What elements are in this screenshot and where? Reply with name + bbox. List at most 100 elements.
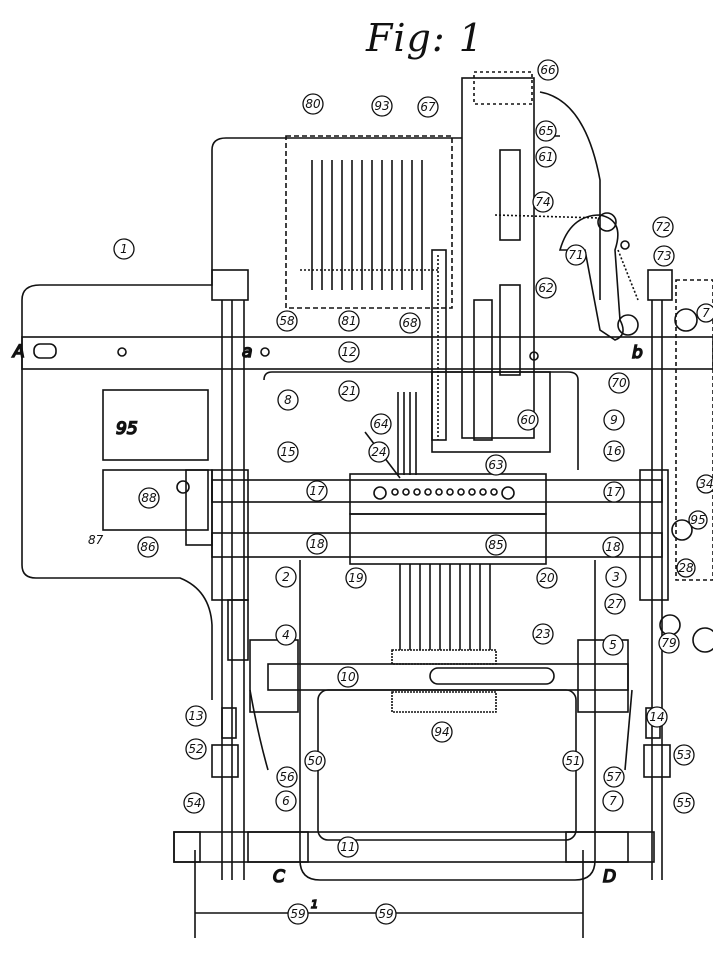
label-circle xyxy=(304,750,326,772)
label-circle xyxy=(517,409,539,431)
ref-label-l68: 68 xyxy=(399,312,421,334)
ref-label-l59b: 59 xyxy=(375,903,397,925)
letter-D: D xyxy=(603,867,616,887)
ref-label-l9: 9 xyxy=(603,409,625,431)
label-number: 64 xyxy=(373,417,388,431)
label-number: 28 xyxy=(678,561,694,575)
label-circle xyxy=(604,593,626,615)
box-88 xyxy=(102,469,209,531)
label-number: 50 xyxy=(307,754,323,768)
label-circle xyxy=(137,536,159,558)
ref-label-l66: 66 xyxy=(537,59,559,81)
label-number: 54 xyxy=(186,796,201,810)
ref-label-l8: 8 xyxy=(277,389,299,411)
guide-left xyxy=(211,469,249,601)
label-number: 79 xyxy=(661,636,676,650)
label-circle xyxy=(537,59,559,81)
label-circle xyxy=(306,480,328,502)
pivot-79 xyxy=(659,614,681,636)
ref-label-l72: 72 xyxy=(652,216,674,238)
ref-label-l65: 65 xyxy=(535,120,557,142)
ref-label-l88: 88 xyxy=(138,487,160,509)
label-circle xyxy=(338,310,360,332)
ref-label-l18b: 18 xyxy=(602,536,624,558)
rod-left-outer xyxy=(211,269,249,301)
slot-lower xyxy=(499,284,521,376)
spring-block-lower xyxy=(391,691,497,713)
label-number: 13 xyxy=(188,709,203,723)
label-circle xyxy=(337,666,359,688)
label-number: 94 xyxy=(434,725,449,739)
ref-label-l17b: 17 xyxy=(603,481,625,503)
lever-71 xyxy=(558,214,624,341)
label-number: 61 xyxy=(538,150,553,164)
ref-label-e28: 28 xyxy=(676,558,696,578)
hole-12c xyxy=(529,351,539,361)
label-circle xyxy=(602,790,624,812)
bar-18 xyxy=(211,532,663,558)
letter-A: A xyxy=(12,342,25,362)
label-number: 74 xyxy=(535,195,550,209)
ref-label-l94: 94 xyxy=(431,721,453,743)
label-circle xyxy=(696,303,713,323)
spring-block-upper xyxy=(391,649,497,665)
label-circle xyxy=(338,341,360,363)
label-number: 18 xyxy=(309,537,325,551)
label-number: 6 xyxy=(282,794,290,808)
bracket-4 xyxy=(249,639,299,713)
label-circle xyxy=(673,744,695,766)
label-number: 9 xyxy=(610,413,618,427)
label-circle xyxy=(302,93,324,115)
ref-label-l19: 19 xyxy=(345,567,367,589)
ref-label-l63: 63 xyxy=(485,454,507,476)
ref-label-l21: 21 xyxy=(338,380,360,402)
ref-label-l60: 60 xyxy=(517,409,539,431)
label-circle xyxy=(652,216,674,238)
ref-label-l7: 7 xyxy=(602,790,624,812)
bracket-86 xyxy=(185,469,213,546)
ref-label-l85: 85 xyxy=(485,534,507,556)
label-circle xyxy=(306,533,328,555)
label-circle xyxy=(277,389,299,411)
label-circle xyxy=(532,191,554,213)
label-number: 10 xyxy=(340,670,356,684)
ref-label-l61: 61 xyxy=(535,146,557,168)
ref-label-l93: 93 xyxy=(371,95,393,117)
ref-label-l56: 56 xyxy=(276,766,298,788)
slot-upper xyxy=(499,149,521,241)
ref-label-e34: 34 xyxy=(696,474,713,494)
label-number: 53 xyxy=(676,748,691,762)
label-circle xyxy=(532,623,554,645)
ref-label-l16: 16 xyxy=(603,440,625,462)
ref-label-l67: 67 xyxy=(417,96,439,118)
ref-label-e7: 7 xyxy=(696,303,713,323)
label-circle xyxy=(431,721,453,743)
label-number: 66 xyxy=(540,63,556,77)
dimension-suffix: 1 xyxy=(311,898,318,911)
label-circle xyxy=(658,632,680,654)
label-circle xyxy=(399,312,421,334)
label-circle xyxy=(603,766,625,788)
slide-head-66 xyxy=(473,71,533,105)
label-number: 7 xyxy=(609,794,617,808)
label-circle xyxy=(183,792,205,814)
ref-label-l20: 20 xyxy=(536,567,558,589)
label-number: 58 xyxy=(279,314,295,328)
ref-label-l58: 58 xyxy=(276,310,298,332)
spring-73 xyxy=(617,249,639,301)
label-number: 67 xyxy=(420,100,436,114)
ref-label-l52: 52 xyxy=(185,738,207,760)
label-circle xyxy=(602,634,624,656)
label-circle xyxy=(275,566,297,588)
ref-label-l14: 14 xyxy=(646,706,668,728)
label-number: 21 xyxy=(341,384,356,398)
ref-label-l73: 73 xyxy=(653,245,675,267)
label-number: 15 xyxy=(280,445,295,459)
label-circle xyxy=(185,738,207,760)
label-number: 19 xyxy=(348,571,363,585)
label-circle xyxy=(287,903,309,925)
right-wheel xyxy=(692,627,713,653)
label-number: 12 xyxy=(341,345,356,359)
letter-C: C xyxy=(273,867,285,887)
screw-24b xyxy=(501,486,515,500)
